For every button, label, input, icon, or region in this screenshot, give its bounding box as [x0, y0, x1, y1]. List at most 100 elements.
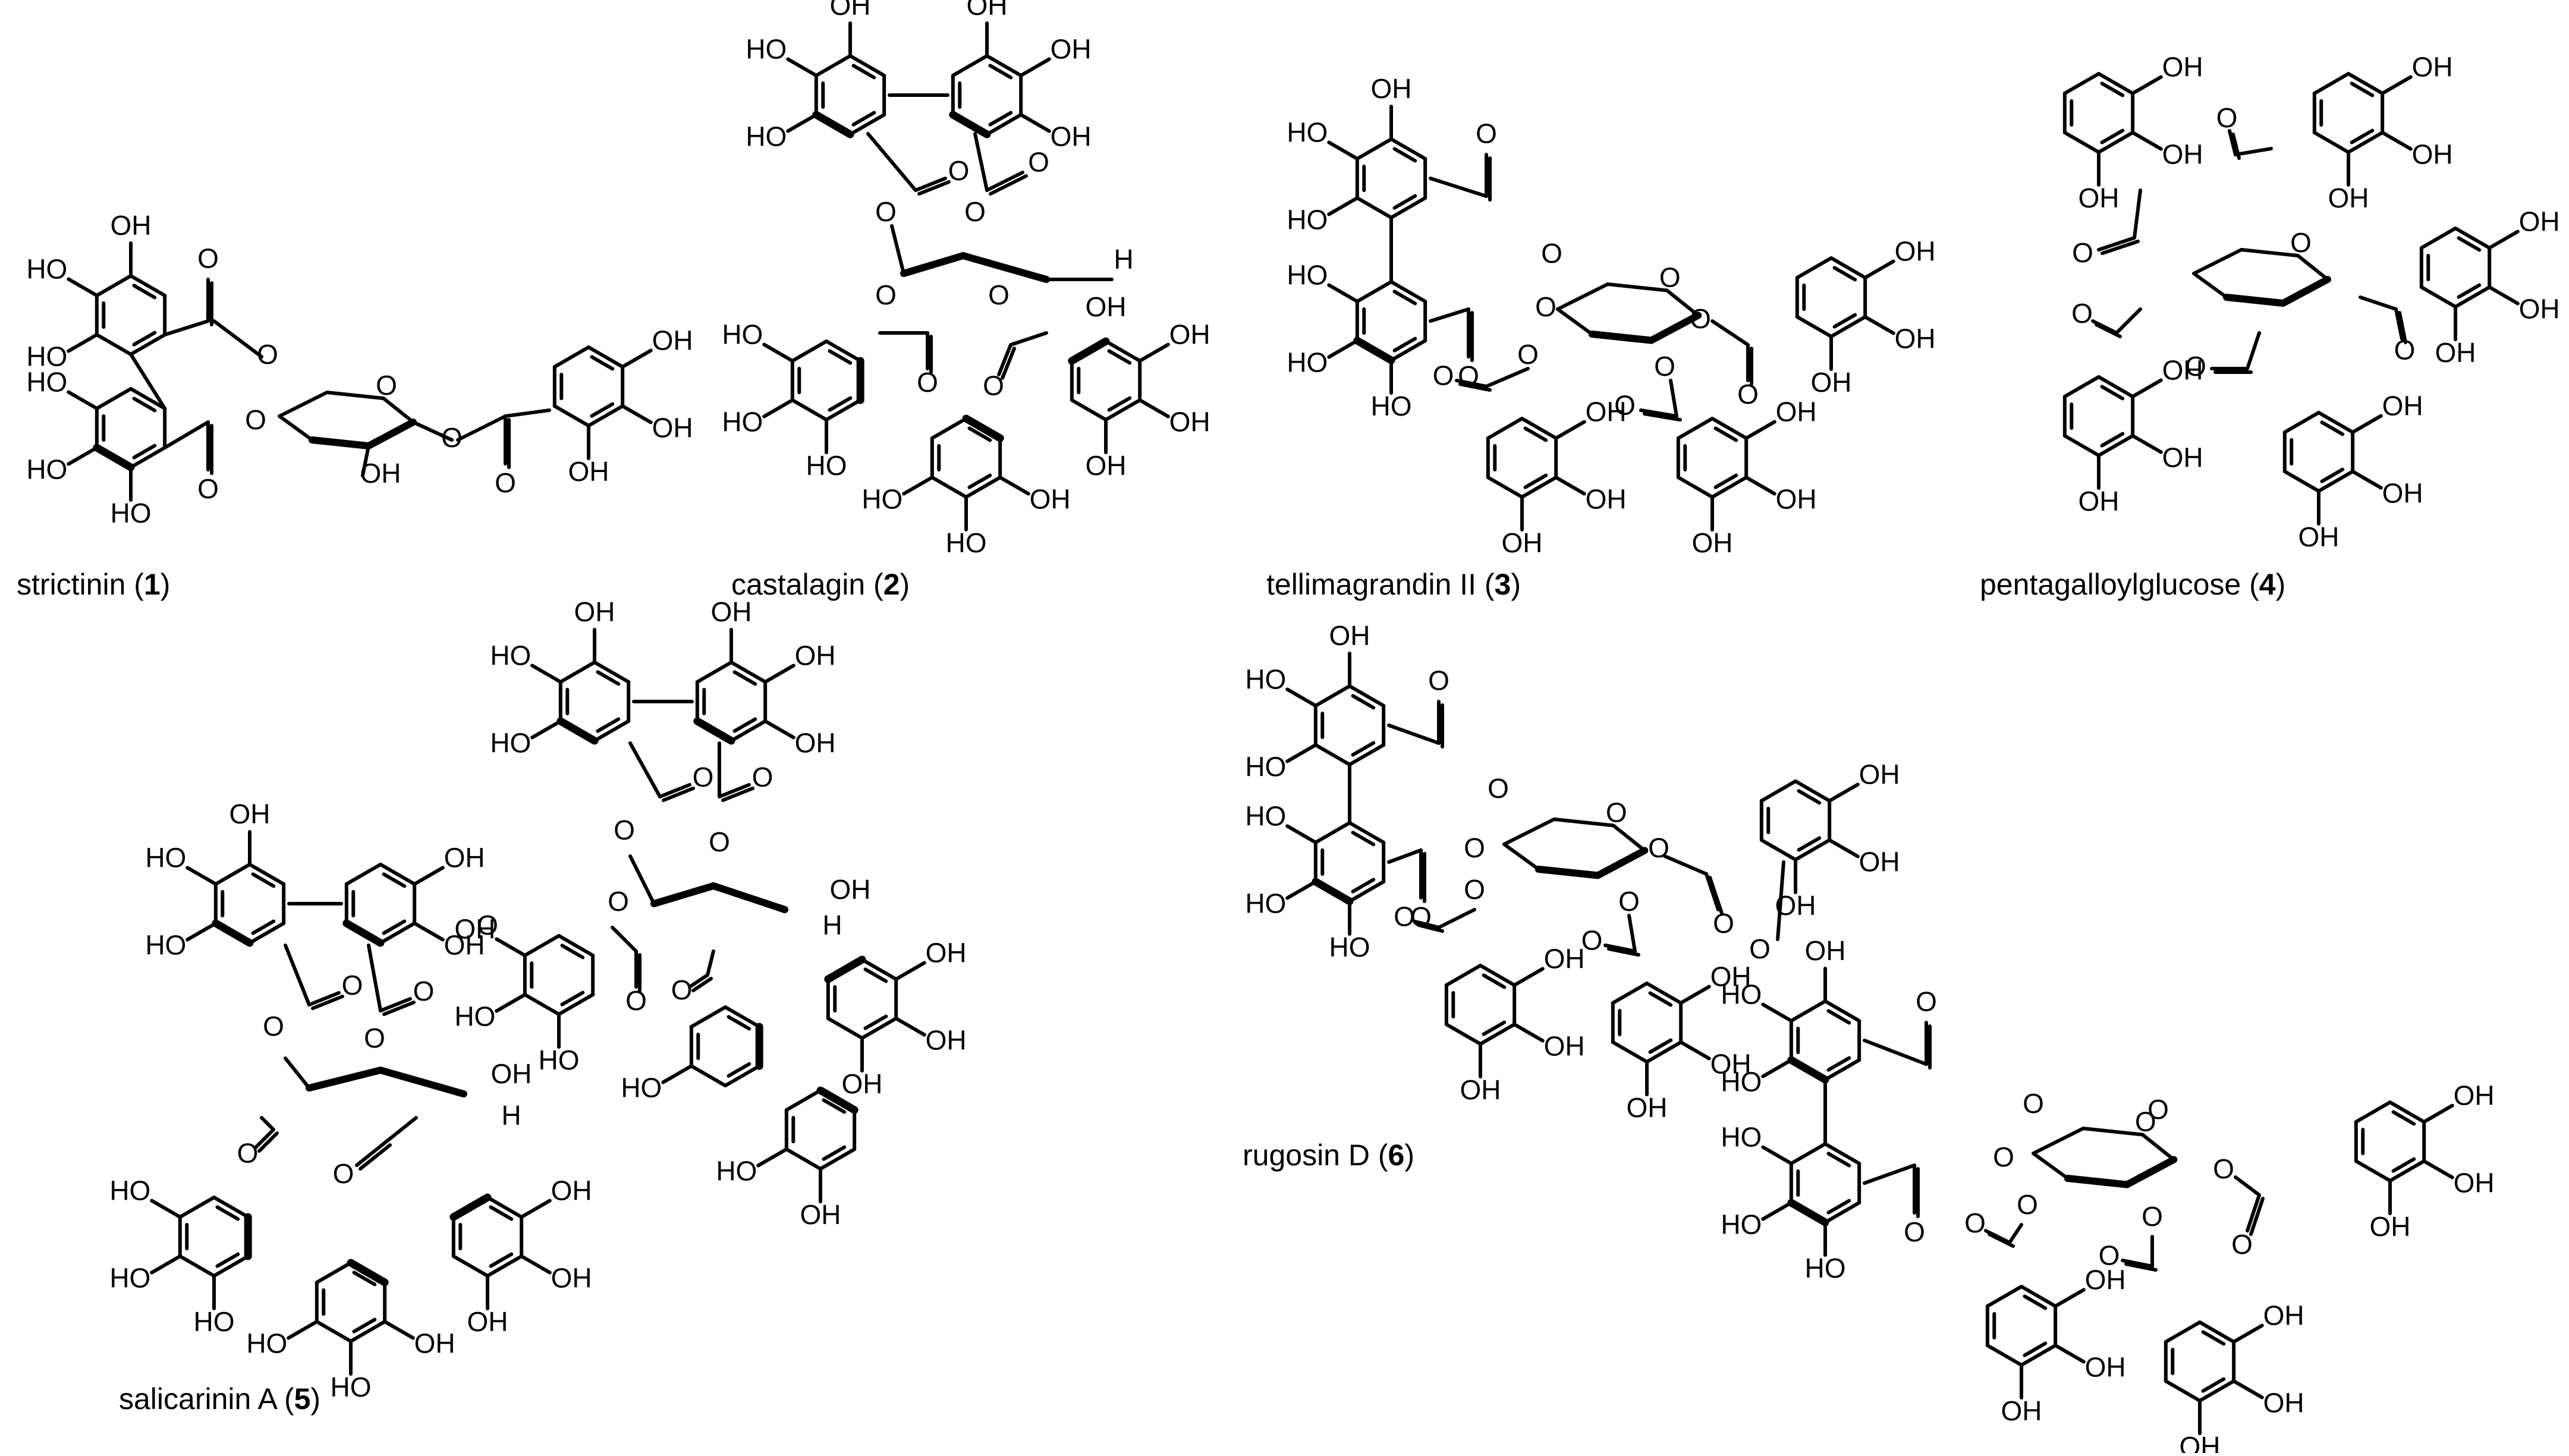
bond-line: [1828, 838, 1860, 858]
bond-line: [1429, 307, 1470, 323]
atom-label: O: [263, 1011, 284, 1042]
bond-line: [1669, 379, 1678, 418]
bond-line: [1313, 684, 1351, 707]
atom-label: O: [875, 279, 897, 310]
bond-line: [1988, 1232, 2015, 1248]
bond-line: [2115, 307, 2142, 335]
atom-label: O: [1464, 832, 1485, 863]
compound-name: tellimagrandin II: [1266, 568, 1476, 601]
bond-line: [2457, 236, 2482, 252]
bond-line: [763, 719, 795, 740]
bond-line: [523, 993, 561, 1016]
bond-line: [352, 1317, 377, 1334]
bond-line: [593, 719, 631, 743]
atom-label: O: [364, 1023, 385, 1054]
bond-line: [816, 1086, 859, 1114]
bond-line: [530, 719, 562, 740]
atom-label: OH: [795, 728, 836, 759]
bond-line: [1485, 367, 1530, 388]
atom-label: HO: [246, 1328, 287, 1359]
bond-line: [132, 284, 157, 300]
bond-line: [1826, 1199, 1851, 1215]
bond-line: [342, 919, 385, 947]
atom-label: OH: [444, 930, 485, 961]
bond-line: [689, 1064, 727, 1087]
bond-line: [1444, 964, 1482, 987]
atom-label: O: [983, 370, 1004, 401]
bond-line: [212, 319, 263, 359]
atom-label: O: [1433, 360, 1454, 391]
bond-line: [377, 1067, 467, 1097]
atom-label: OH: [454, 914, 495, 945]
bond-line: [729, 719, 768, 743]
atom-label: O: [197, 243, 219, 274]
atom-label: O: [671, 974, 693, 1005]
atom-label: OH: [2162, 139, 2203, 170]
bond-line: [2100, 128, 2125, 144]
bond-line: [1556, 282, 1609, 311]
atom-label: HO: [331, 1372, 372, 1402]
bond-line: [2359, 295, 2398, 311]
bond-line: [150, 1199, 182, 1219]
atom-label: OH: [1460, 1074, 1501, 1105]
bond-line: [1285, 880, 1317, 900]
bond-line: [2131, 75, 2163, 95]
atom-label: HO: [1287, 347, 1328, 378]
atom-label: OH: [1329, 620, 1370, 651]
atom-label: OH: [2079, 486, 2120, 517]
bond-line: [851, 64, 876, 80]
atom-label: O: [1964, 1207, 1986, 1238]
bond-line: [2008, 1223, 2023, 1244]
bond-line: [1138, 342, 1170, 363]
bond-line: [1068, 337, 1110, 365]
bond-line: [1520, 476, 1558, 499]
bond-line: [689, 1005, 727, 1029]
bond-line: [902, 476, 934, 496]
bond-line: [2097, 375, 2135, 398]
bond-line: [790, 398, 828, 422]
bond-line: [784, 1147, 822, 1171]
bond-line: [1611, 823, 1647, 853]
bond-line: [2062, 375, 2101, 398]
bond-line: [848, 54, 886, 77]
atom-label: OH: [2328, 183, 2369, 213]
atom-label: OH: [1030, 484, 1071, 515]
atom-label: OH: [1051, 34, 1092, 65]
atom-label: HO: [946, 527, 987, 558]
bond-line: [1312, 878, 1354, 905]
atom-label: H: [1114, 244, 1133, 275]
atom-label: HO: [1287, 260, 1328, 291]
bond-line: [721, 787, 754, 802]
atom-label: OH: [2454, 1168, 2495, 1199]
atom-label: OH: [1811, 367, 1852, 398]
bond-line: [1787, 1199, 1829, 1227]
bond-line: [284, 944, 311, 1007]
bond-line: [2388, 1159, 2426, 1183]
bond-line: [2133, 188, 2142, 240]
atom-label: OH: [551, 1263, 592, 1294]
atom-label: OH: [1586, 397, 1627, 427]
atom-label: O: [1428, 665, 1449, 696]
atom-label: O: [1904, 1216, 1925, 1247]
atom-label: OH: [2435, 337, 2476, 368]
atom-label: O: [2135, 1106, 2156, 1137]
atom-label: HO: [1287, 205, 1328, 235]
bond-line: [1285, 824, 1317, 844]
bond-line: [1863, 259, 1895, 279]
bond-line: [349, 1320, 387, 1343]
atom-label: OH: [1169, 319, 1210, 350]
atom-label: O: [1713, 908, 1734, 939]
bond-line: [2164, 1379, 2202, 1402]
bond-line: [930, 417, 968, 440]
bond-line: [67, 277, 99, 297]
bond-line: [1556, 307, 1594, 336]
bond-line: [2201, 1330, 2226, 1346]
atom-label: O: [1654, 351, 1675, 382]
atom-label: OH: [568, 456, 609, 487]
atom-label: O: [988, 279, 1010, 310]
bond-line: [93, 444, 135, 471]
bond-line: [691, 977, 713, 992]
bond-line: [2317, 411, 2355, 434]
